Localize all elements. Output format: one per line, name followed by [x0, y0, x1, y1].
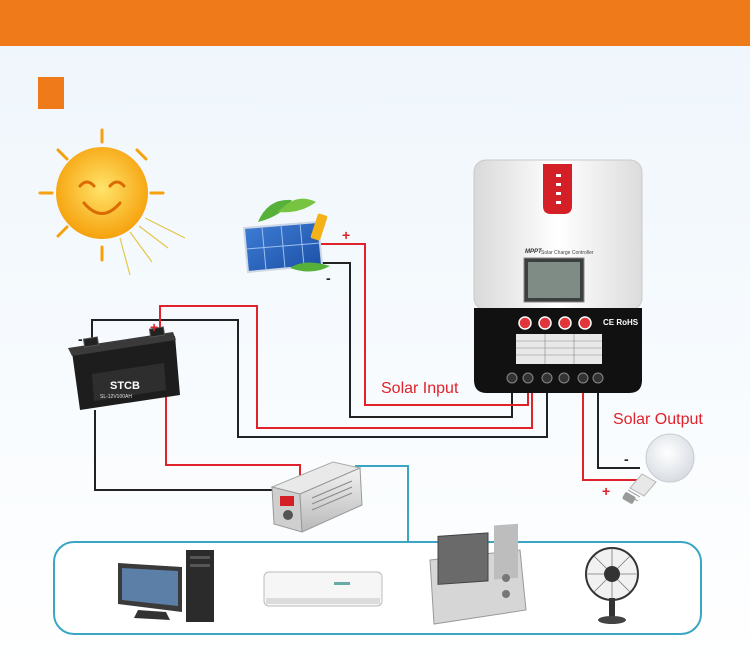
- battery-icon: [68, 326, 180, 410]
- battery-negative-wire-inverter: [94, 410, 290, 491]
- panel-positive-sign: +: [342, 227, 351, 243]
- load-wire: [355, 465, 409, 542]
- sun-icon: [38, 128, 186, 276]
- fan-icon: [585, 547, 639, 624]
- battery-positive-wire-top: [159, 305, 533, 429]
- light-bulb-icon: [622, 433, 695, 504]
- air-conditioner-icon: [263, 571, 383, 607]
- controller-name-label: Solar Charge Controller: [541, 250, 594, 256]
- battery-model-label: SL-12V100AH: [100, 394, 132, 400]
- microwave-icon: [429, 523, 527, 625]
- controller-model-label: MPPT: [525, 249, 542, 255]
- panel-negative-sign: -: [326, 270, 331, 286]
- section-marker: [38, 77, 64, 109]
- computer-icon: [118, 550, 214, 622]
- bulb-negative-sign: -: [624, 451, 629, 467]
- inverter-icon: [270, 461, 363, 533]
- top-banner: [0, 0, 750, 46]
- battery-positive-sign: +: [150, 319, 159, 335]
- solar-output-label: Solar Output: [613, 411, 703, 428]
- panel-positive-wire: [318, 243, 529, 406]
- battery-brand-label: STCB: [110, 380, 140, 392]
- controller-cert-label: CE RoHS: [603, 318, 639, 327]
- solar-input-label: Solar Input: [381, 380, 459, 397]
- bulb-positive-sign: +: [602, 483, 611, 499]
- battery-positive-wire-inverter: [165, 344, 301, 486]
- load-positive-wire: [582, 378, 640, 481]
- solar-panel-icon: [242, 198, 330, 274]
- load-negative-wire: [597, 378, 640, 469]
- battery-negative-wire-top: [91, 319, 548, 438]
- battery-negative-sign: -: [78, 331, 83, 347]
- charge-controller-icon: [473, 159, 643, 393]
